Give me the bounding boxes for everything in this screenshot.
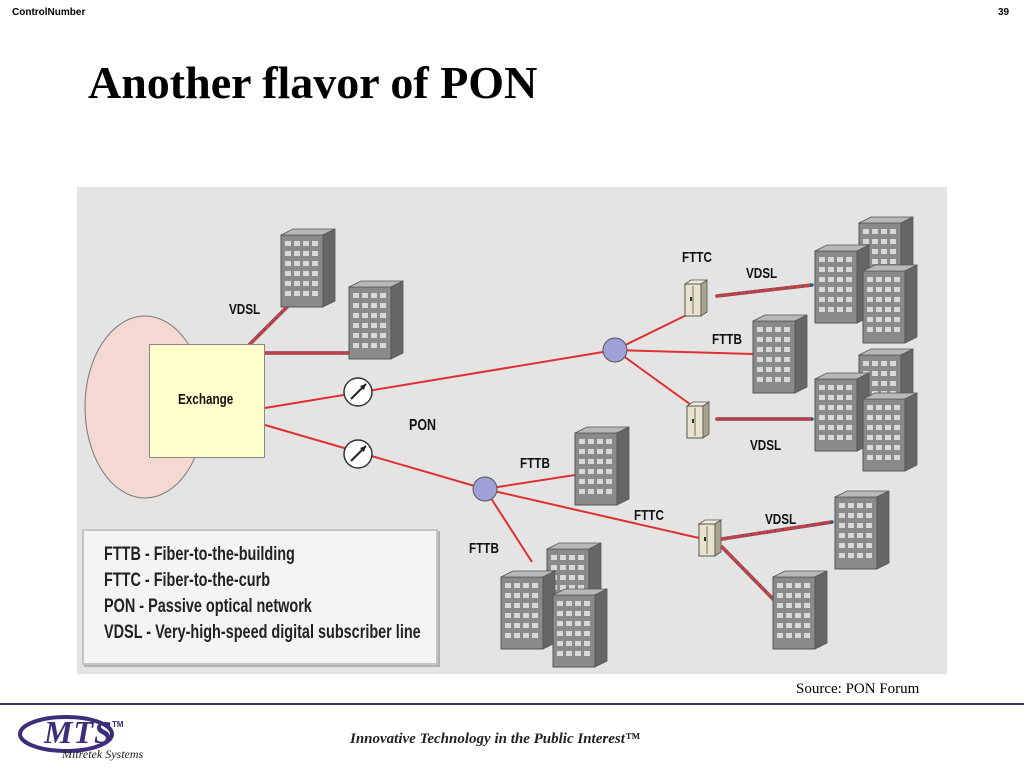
legend-fttc: FTTC - Fiber-to-the-curb — [104, 570, 271, 591]
fttc-cabinet-mid — [686, 401, 710, 439]
mts-logo: MTS TM Mitretek Systems — [14, 712, 174, 764]
label-vdsl-exchange: VDSL — [229, 301, 261, 318]
label-vdsl-mid-right: VDSL — [750, 437, 782, 454]
splitter-lower — [472, 476, 498, 502]
building-vdsl-lower-2 — [772, 570, 828, 650]
slide-title: Another flavor of PON — [88, 57, 538, 108]
logo-mark: MTS — [44, 714, 113, 750]
source-credit: Source: PON Forum — [796, 681, 920, 697]
fttc-cabinet-lower — [698, 519, 722, 557]
splitter-upper — [602, 337, 628, 363]
fttc-cabinet-top — [684, 279, 708, 317]
building-fttb-lower-2 — [500, 570, 556, 650]
footer-divider — [0, 703, 1024, 705]
label-vdsl-top-right: VDSL — [746, 265, 778, 282]
building-exchange-vdsl-2 — [348, 280, 404, 360]
label-pon: PON — [409, 417, 437, 434]
exchange-box: Exchange — [149, 344, 265, 458]
legend-fttb: FTTB - Fiber-to-the-building — [104, 544, 295, 565]
page-number: 39 — [998, 7, 1010, 18]
optical-meter-lower — [343, 439, 373, 469]
fiber-lines — [264, 304, 754, 563]
optical-meter-upper — [343, 377, 373, 407]
footer-tagline: Innovative Technology in the Public Inte… — [350, 731, 640, 747]
legend-vdsl: VDSL - Very-high-speed digital subscribe… — [104, 622, 421, 643]
building-mid-right-2 — [814, 372, 870, 452]
logo-trademark: TM — [112, 720, 124, 729]
label-fttb-mid: FTTB — [520, 455, 550, 472]
legend-pon: PON - Passive optical network — [104, 596, 312, 617]
label-fttb-upper: FTTB — [712, 331, 742, 348]
header-control-number: ControlNumber — [12, 7, 86, 18]
legend-box: FTTB - Fiber-to-the-building FTTC - Fibe… — [82, 529, 438, 665]
building-fttb-upper — [752, 314, 808, 394]
logo-company-name: Mitretek Systems — [62, 747, 144, 761]
building-top-right-2 — [814, 244, 870, 324]
label-vdsl-lower-right: VDSL — [765, 511, 797, 528]
building-top-right-3 — [862, 264, 918, 344]
label-fttc-top: FTTC — [682, 249, 712, 266]
exchange-label: Exchange — [178, 391, 234, 408]
label-fttc-lower: FTTC — [634, 507, 664, 524]
building-exchange-vdsl-1 — [280, 228, 336, 308]
logo-swoosh-icon — [18, 715, 114, 753]
building-vdsl-lower-1 — [834, 490, 890, 570]
label-fttb-lower: FTTB — [469, 540, 499, 557]
building-fttb-mid — [574, 426, 630, 506]
building-mid-right-3 — [862, 392, 918, 472]
building-fttb-lower-3 — [552, 588, 608, 668]
pon-network-diagram: Exchange VDSL PON FTTC VDSL FTTB VDSL FT… — [77, 187, 947, 674]
vdsl-links — [247, 283, 834, 601]
